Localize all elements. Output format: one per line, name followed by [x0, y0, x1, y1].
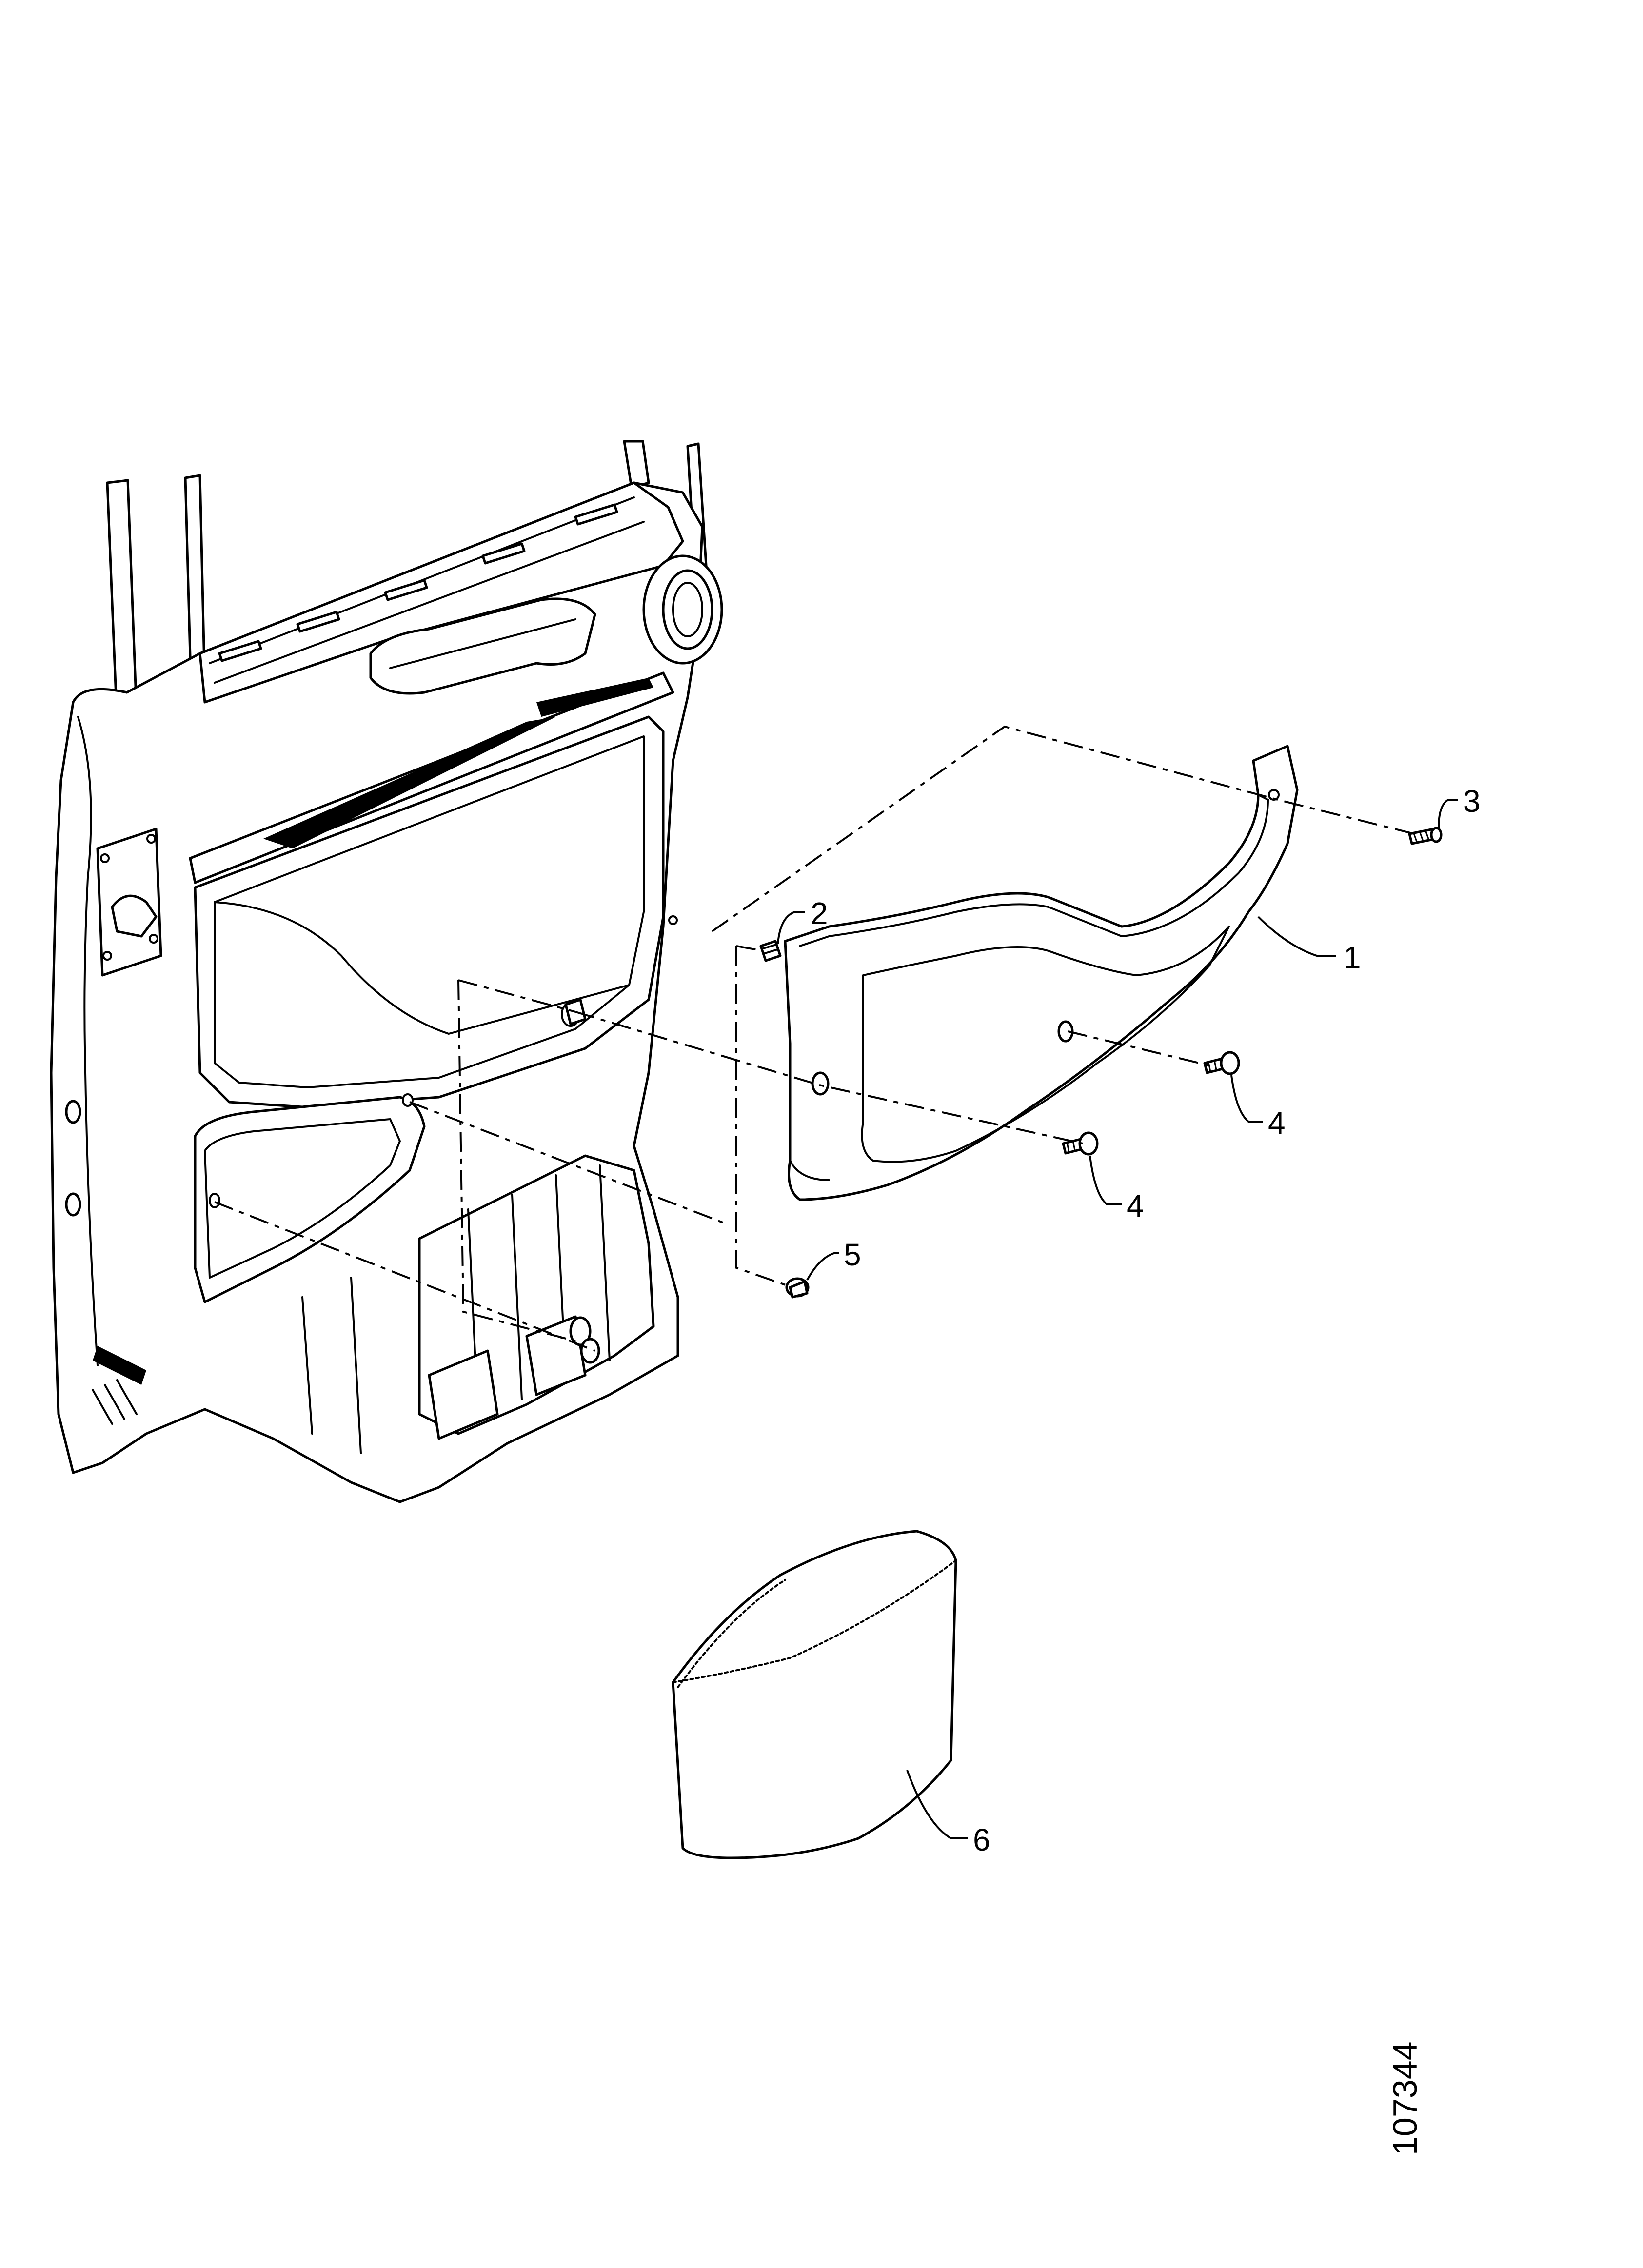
- callout-leader-2: [777, 911, 805, 944]
- callout-label-4a: 4: [1268, 1105, 1286, 1141]
- callout-label-1: 1: [1344, 940, 1361, 975]
- callout-label-6: 6: [973, 1822, 990, 1857]
- screw-part-3: [1408, 827, 1443, 845]
- callout-leader-5: [806, 1252, 839, 1281]
- callout-label-5: 5: [844, 1237, 861, 1272]
- callout-leader-4b: [1089, 1155, 1122, 1205]
- callout-leader-6: [906, 1770, 968, 1839]
- drawing-number: 107344: [1386, 2041, 1424, 2155]
- screw-part-4a: [1203, 1051, 1240, 1075]
- callout-label-3: 3: [1463, 784, 1481, 819]
- callout-label-4b: 4: [1127, 1188, 1144, 1223]
- assembly-lines: [214, 725, 1415, 1352]
- clip-part-2: [759, 940, 782, 962]
- insulation-pad: [672, 1530, 957, 1859]
- callout-label-2: 2: [811, 896, 828, 931]
- callout-leader-3: [1438, 799, 1458, 828]
- callouts: 1 2 3 4 4 5 6: [777, 784, 1481, 1857]
- callout-leader-4a: [1230, 1075, 1263, 1123]
- door-trim-panel: [784, 745, 1299, 1201]
- plug-part-5: [785, 1277, 810, 1299]
- callout-leader-1: [1257, 916, 1336, 957]
- door-structure: [50, 440, 723, 1503]
